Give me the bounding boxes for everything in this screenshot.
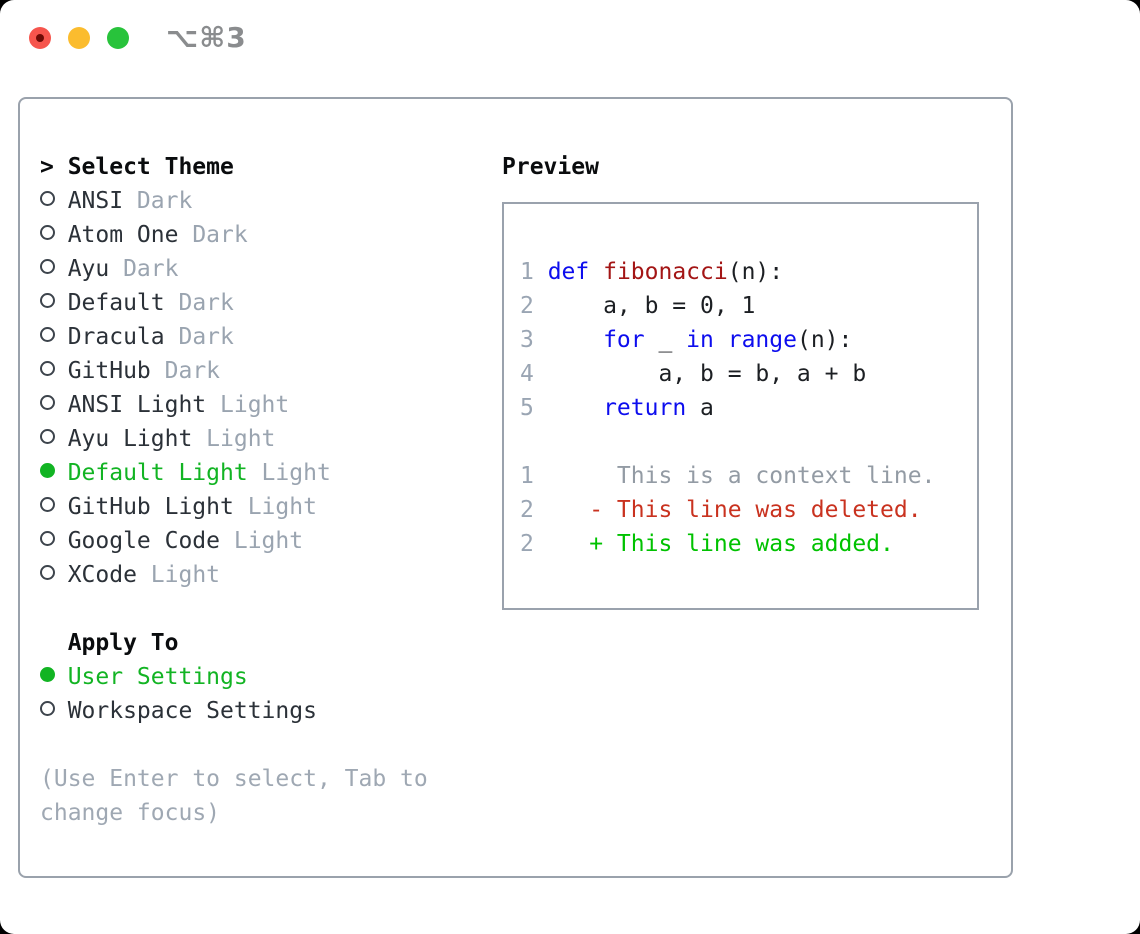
theme-option[interactable]: XCode Light — [40, 558, 480, 592]
preview-line: 2 - This line was deleted. — [520, 493, 977, 527]
line-number: 4 — [520, 361, 534, 387]
radio-selected-icon — [40, 456, 68, 490]
option-label: Atom One — [67, 222, 179, 248]
apply-to-option[interactable]: User Settings — [40, 660, 480, 694]
option-label: ANSI Light — [67, 392, 207, 418]
radio-unselected-icon — [40, 320, 68, 354]
select-theme-header: > Select Theme — [40, 150, 480, 184]
selection-arrow-icon: > — [40, 154, 54, 180]
theme-option[interactable]: ANSI Light Light — [40, 388, 480, 422]
theme-option[interactable]: Ayu Light Light — [40, 422, 480, 456]
option-label: Workspace Settings — [67, 698, 317, 724]
preview-line: 1 This is a context line. — [520, 459, 977, 493]
apply-to-header: Apply To — [40, 626, 480, 660]
option-label: Default — [67, 290, 165, 316]
theme-option[interactable]: Google Code Light — [40, 524, 480, 558]
hint-text: (Use Enter to select, Tab to change focu… — [40, 766, 428, 826]
option-variant-label: Dark — [150, 358, 221, 384]
minimize-button[interactable] — [68, 27, 90, 49]
option-label: XCode — [67, 562, 137, 588]
radio-unselected-icon — [40, 286, 68, 320]
theme-option[interactable]: ANSI Dark — [40, 184, 480, 218]
option-label: GitHub — [67, 358, 151, 384]
close-unsaved-dot-icon — [36, 34, 44, 42]
radio-unselected-icon — [40, 558, 68, 592]
option-variant-label: Dark — [178, 222, 248, 248]
radio-unselected-icon — [40, 694, 68, 728]
radio-unselected-icon — [40, 252, 68, 286]
line-number: 1 — [520, 463, 534, 489]
window-shortcut-label: ⌥⌘3 — [166, 21, 247, 54]
option-variant-label: Dark — [123, 188, 193, 214]
radio-unselected-icon — [40, 524, 68, 558]
option-label: Ayu Light — [67, 426, 193, 452]
theme-option[interactable]: Ayu Dark — [40, 252, 480, 286]
apply-to-title: Apply To — [67, 630, 179, 656]
preview-title: Preview — [502, 154, 599, 180]
option-variant-label: Light — [192, 426, 276, 452]
preview-line: 4 a, b = b, a + b — [520, 357, 977, 391]
apply-to-option[interactable]: Workspace Settings — [40, 694, 480, 728]
radio-unselected-icon — [40, 422, 68, 456]
option-variant-label: Dark — [109, 256, 179, 282]
close-button[interactable] — [29, 27, 51, 49]
radio-unselected-icon — [40, 184, 68, 218]
theme-option[interactable]: Dracula Dark — [40, 320, 480, 354]
preview-line: 2 + This line was added. — [520, 527, 977, 561]
line-number: 3 — [520, 327, 534, 353]
option-label: ANSI — [67, 188, 124, 214]
option-label: Dracula — [67, 324, 165, 350]
diff-preview: 1 This is a context line.2 - This line w… — [520, 459, 977, 561]
radio-unselected-icon — [40, 490, 68, 524]
radio-selected-icon — [40, 660, 68, 694]
option-variant-label: Light — [220, 528, 304, 554]
option-variant-label: Light — [247, 460, 331, 486]
radio-unselected-icon — [40, 388, 68, 422]
radio-unselected-icon — [40, 354, 68, 388]
option-label: User Settings — [67, 664, 248, 690]
option-variant-label: Light — [206, 392, 290, 418]
theme-option[interactable]: Default Light Light — [40, 456, 480, 490]
option-label: GitHub Light — [67, 494, 234, 520]
option-variant-label: Light — [233, 494, 317, 520]
line-number: 1 — [520, 259, 534, 285]
line-number: 2 — [520, 531, 534, 557]
line-number: 2 — [520, 293, 534, 319]
option-label: Default Light — [67, 460, 248, 486]
option-variant-label: Dark — [164, 324, 234, 350]
select-theme-title: Select Theme — [67, 154, 234, 180]
option-label: Google Code — [67, 528, 221, 554]
theme-option[interactable]: Default Dark — [40, 286, 480, 320]
option-label: Ayu — [67, 256, 110, 282]
radio-unselected-icon — [40, 218, 68, 252]
preview-line: 3 for _ in range(n): — [520, 323, 977, 357]
theme-option[interactable]: Atom One Dark — [40, 218, 480, 252]
line-number: 2 — [520, 497, 534, 523]
preview-line: 2 a, b = 0, 1 — [520, 289, 977, 323]
preview-line: 5 return a — [520, 391, 977, 425]
titlebar: ⌥⌘3 — [0, 0, 1140, 75]
theme-option[interactable]: GitHub Dark — [40, 354, 480, 388]
theme-option[interactable]: GitHub Light Light — [40, 490, 480, 524]
line-number: 5 — [520, 395, 534, 421]
option-variant-label: Dark — [164, 290, 234, 316]
zoom-button[interactable] — [107, 27, 129, 49]
option-variant-label: Light — [136, 562, 221, 588]
